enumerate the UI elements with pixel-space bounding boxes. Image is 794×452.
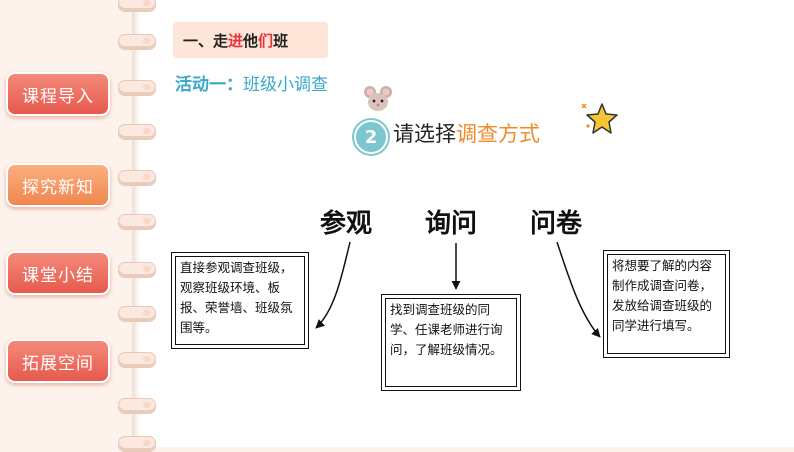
mouse-icon [364,86,392,111]
binding-ring [118,398,156,414]
desc-box-ask: 找到调查班级的同学、任课老师进行询问，了解班级情况。 [381,294,521,391]
star-icon [581,103,618,134]
binding-ring [118,306,156,322]
binding-ring [118,0,156,12]
section-title: 一、走进他们班 [173,22,328,58]
desc-text-ask: 找到调查班级的同学、任课老师进行询问，了解班级情况。 [390,302,503,357]
desc-text-questionnaire: 将想要了解的内容制作成调查问卷，发放给调查班级的同学进行填写。 [612,258,713,333]
sidebar-item-summary[interactable]: 课堂小结 [6,251,110,295]
sidebar-item-explore[interactable]: 探究新知 [6,163,110,207]
binding-ring [118,80,156,96]
step-number-badge: 2 [354,120,388,154]
desc-box-visit: 直接参观调查班级，观察班级环境、板报、荣誉墙、班级氛围等。 [171,252,309,349]
step-heading: 请选择调查方式 [393,118,540,148]
sidebar-item-course-intro[interactable]: 课程导入 [6,72,110,116]
sidebar-item-extension[interactable]: 拓展空间 [6,339,110,383]
binding-ring [118,124,156,140]
desc-text-visit: 直接参观调查班级，观察班级环境、板报、荣誉墙、班级氛围等。 [180,260,293,335]
binding-ring [118,170,156,186]
activity-heading: 活动一：班级小调查 [175,70,328,95]
section-title-highlight: 们 [258,31,274,50]
binding-ring [118,214,156,230]
section-title-part: 他 [243,31,259,50]
desc-box-questionnaire: 将想要了解的内容制作成调查问卷，发放给调查班级的同学进行填写。 [603,250,730,358]
activity-text: 班级小调查 [243,75,328,95]
activity-label: 活动一： [175,75,243,95]
method-questionnaire: 问卷 [530,209,583,239]
binding-ring [118,34,156,50]
step-text-highlight: 调查方式 [456,122,540,146]
binding-ring [118,352,156,368]
binding-ring [118,262,156,278]
method-visit: 参观 [320,209,373,239]
section-title-part: 班 [273,31,289,50]
method-ask: 询问 [425,209,478,239]
step-text-plain: 请选择 [393,122,456,146]
section-title-part: 一、走 [183,31,229,50]
section-title-highlight: 进 [228,31,244,50]
